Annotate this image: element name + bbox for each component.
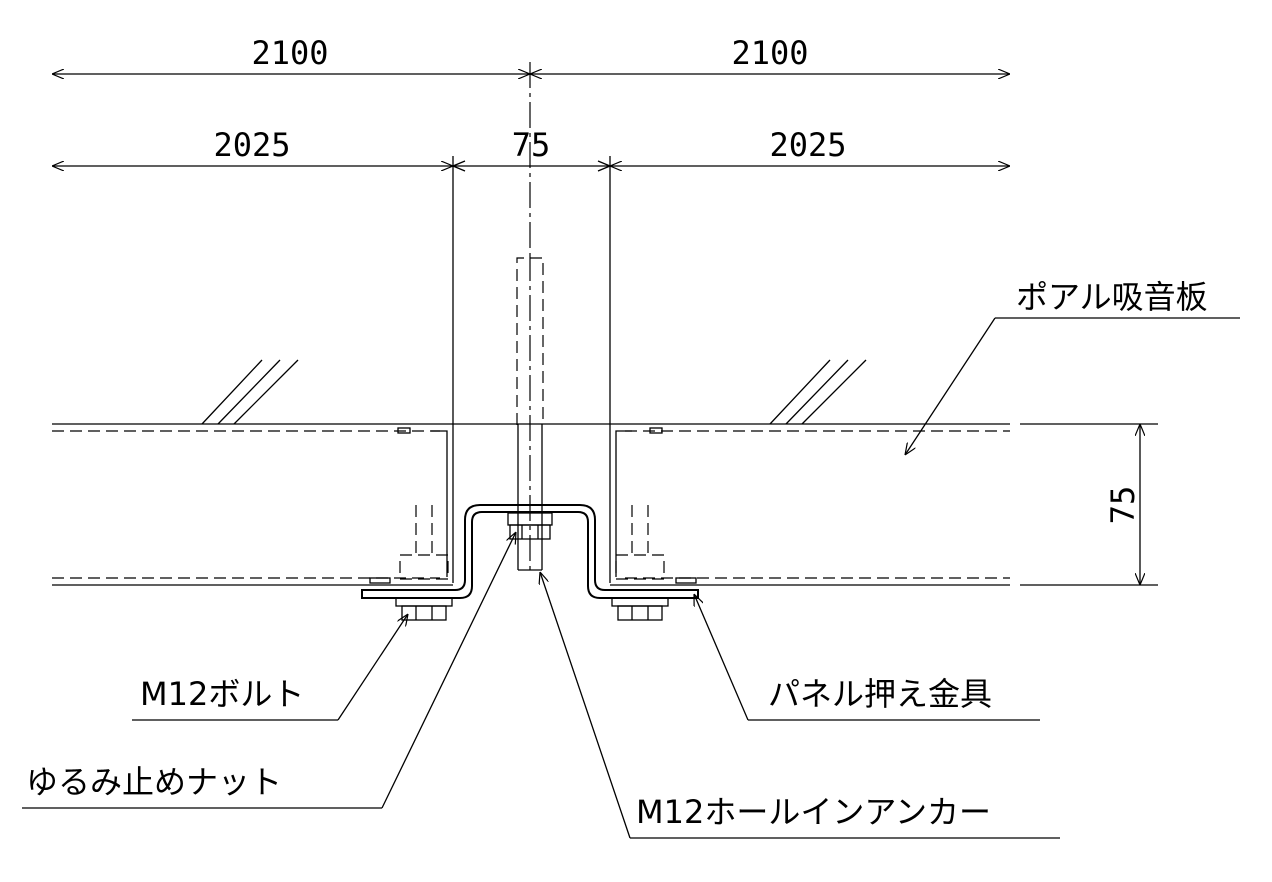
anchor-bolt [516,255,544,575]
dimension-75-center: 75 [512,126,551,164]
dimension-arrow [452,160,466,172]
bolt-washer [611,597,669,607]
callout-clamp: パネル押え金具 [694,594,1040,721]
bolt-left [369,505,453,621]
dimension-2025-right: 2025 [769,126,846,164]
dimension-panel-thickness: 75 [1020,423,1158,586]
bolt-head [617,605,663,621]
panel-edge-channel [431,430,448,577]
bolt-nut-hidden [399,554,449,580]
label-anchor: M12ホールインアンカー [636,793,991,831]
leader-line [540,572,631,839]
bolt-washer [675,577,697,584]
label-panel: ポアル吸音板 [1016,278,1208,316]
dimension-arrow [597,160,611,172]
leader-line [381,532,516,809]
dimension-row-top: 2100 2100 [52,34,1010,74]
bolt-right [611,505,697,621]
leader-line [905,317,996,455]
dimension-2100-left: 2100 [251,34,328,72]
hatch-line [201,359,263,425]
hatch-left [201,359,299,425]
panel-left [52,423,453,586]
bolt-head [401,605,447,621]
bolt-washer [369,577,391,584]
dimension-row-second: 2025 75 2025 [52,126,1010,172]
label-lock-nut: ゆるみ止めナット [26,763,282,801]
label-bolt: M12ボルト [140,675,304,713]
hatch-line [769,359,831,425]
bolt-washer [395,597,453,607]
callout-bolt: M12ボルト [132,614,408,721]
hatch-line [233,359,299,425]
leader-line [337,614,408,721]
panel-clip [397,427,411,434]
callout-panel: ポアル吸音板 [905,278,1240,455]
dimension-75-vertical: 75 [1104,486,1142,525]
dimension-2100-right: 2100 [731,34,808,72]
label-clamp: パネル押え金具 [768,675,992,713]
bolt-nut-hidden [615,554,665,580]
dimension-2025-left: 2025 [213,126,290,164]
panel-clip [649,427,663,434]
leader-line [694,594,749,721]
panel-right [610,423,1010,586]
callout-anchor: M12ホールインアンカー [540,572,1060,839]
panel-edge-channel [615,430,632,577]
callout-lock-nut: ゆるみ止めナット [22,532,516,809]
hatch-line [801,359,867,425]
hatch-line [217,359,281,425]
hatch-line [785,359,849,425]
hatch-right [769,359,867,425]
